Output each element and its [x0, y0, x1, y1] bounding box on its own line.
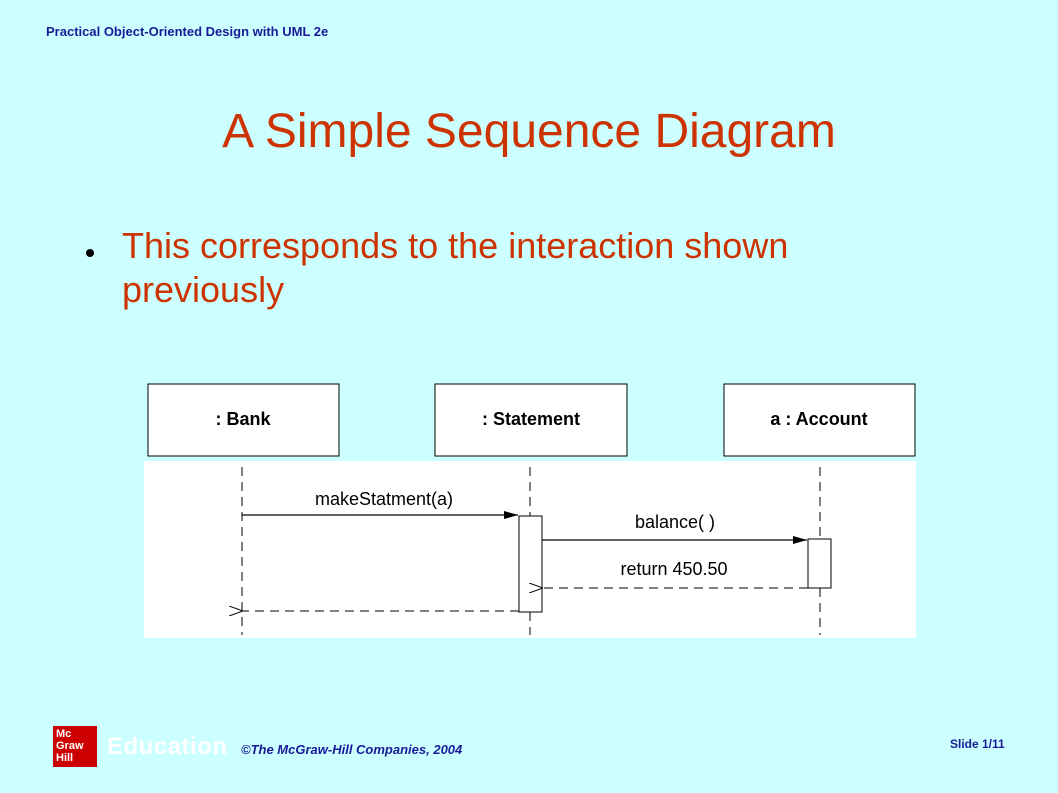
- lifeline-statement: : Statement: [434, 383, 628, 457]
- logo-wordmark: Education: [107, 733, 228, 760]
- lifeline-label: : Bank: [215, 409, 271, 429]
- slide-number: Slide 1/11: [950, 737, 1005, 751]
- message-return-balance: return 450.50: [543, 559, 808, 588]
- activation-account: [807, 538, 832, 589]
- message-label: balance( ): [635, 512, 715, 532]
- sequence-diagram: : Bank : Statement a : Account makeStatm…: [144, 383, 916, 638]
- message-label: return 450.50: [620, 559, 727, 579]
- lifeline-bank: : Bank: [147, 383, 340, 457]
- bullet-dot-icon: [86, 249, 94, 257]
- lifeline-label: : Statement: [482, 409, 580, 429]
- copyright-text: ©The McGraw-Hill Companies, 2004: [241, 742, 463, 757]
- slide-title: A Simple Sequence Diagram: [222, 105, 836, 158]
- message-balance: balance( ): [542, 512, 807, 544]
- message-label: makeStatment(a): [315, 489, 453, 509]
- course-title: Practical Object-Oriented Design with UM…: [46, 24, 329, 39]
- message-make-statement: makeStatment(a): [242, 489, 518, 519]
- activation-statement: [518, 515, 543, 613]
- lifeline-account: a : Account: [723, 383, 916, 457]
- lifeline-label: a : Account: [770, 409, 867, 429]
- bullet-text: This corresponds to the interaction show…: [122, 225, 789, 310]
- logo-text: Mc Graw Hill: [56, 728, 84, 764]
- mcgraw-hill-logo: Mc Graw Hill: [53, 726, 97, 767]
